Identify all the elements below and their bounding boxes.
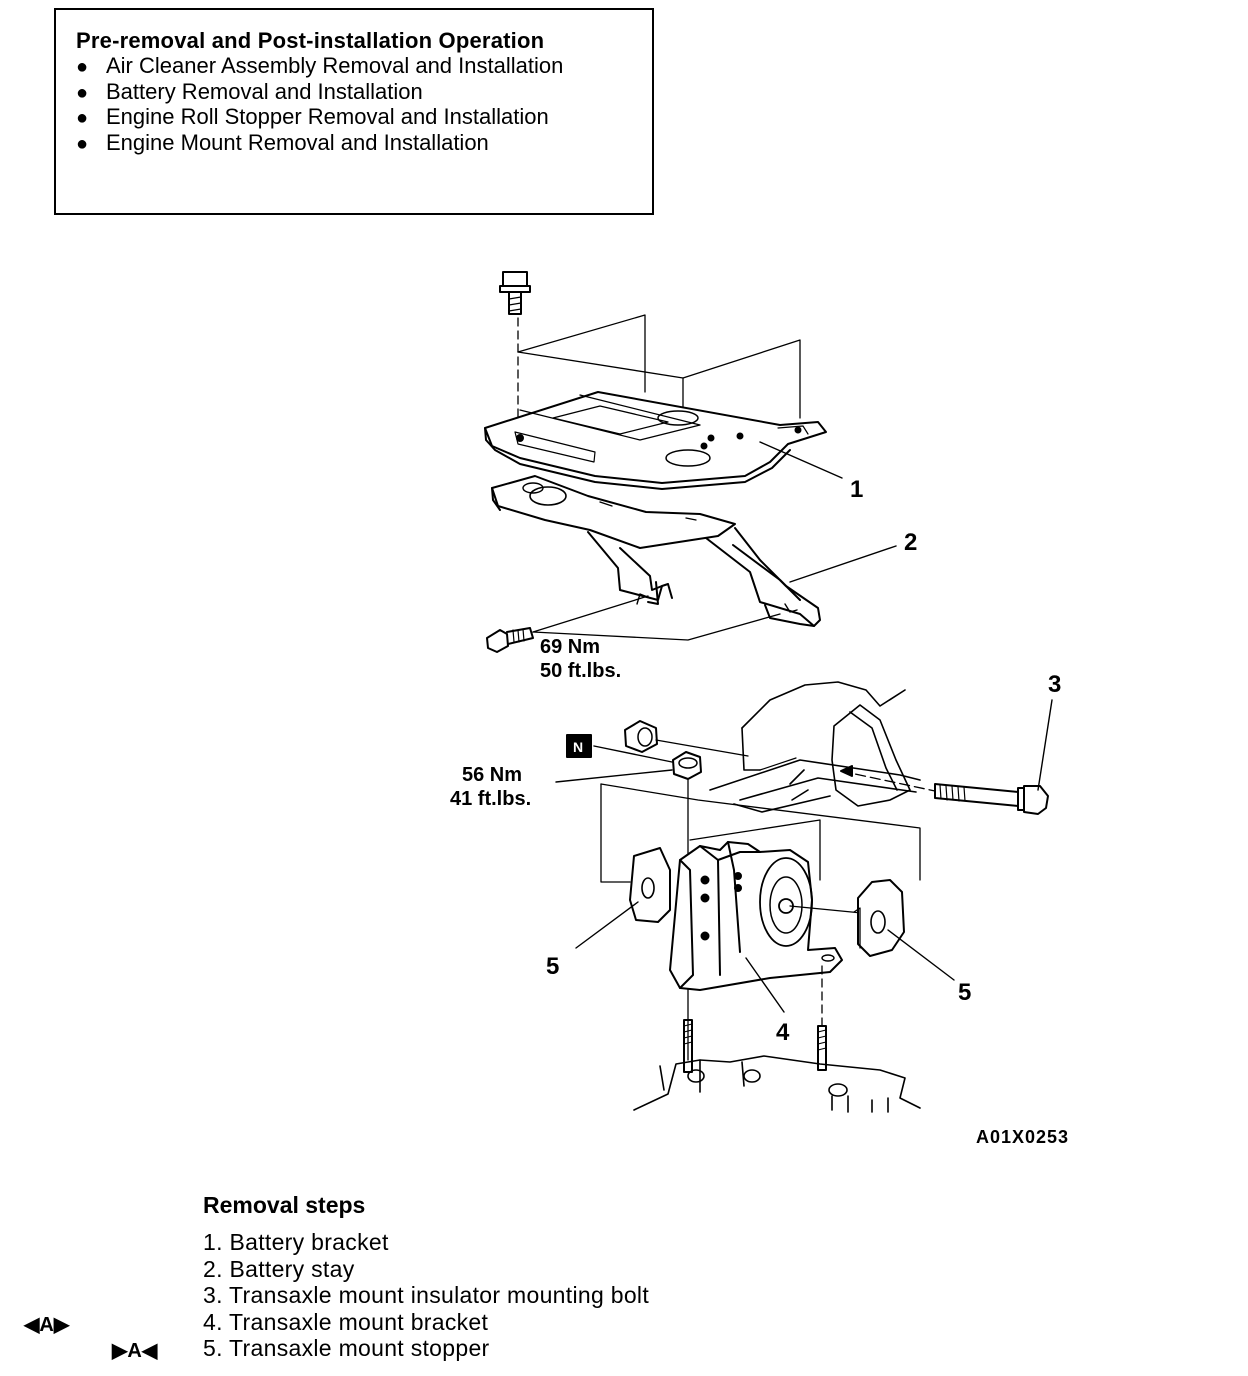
removal-step: 4. Transaxle mount bracket: [203, 1308, 489, 1335]
torque-lower-metric: 56 Nm: [462, 764, 522, 786]
operation-box-title: Pre-removal and Post-installation Operat…: [76, 28, 545, 53]
removal-service-mark: ◀A▶: [24, 1314, 70, 1336]
upper-nut-icon: [624, 720, 749, 757]
removal-steps: Removal steps 1. Battery bracket 2. Batt…: [203, 1192, 649, 1362]
callout-5-left: 5: [546, 953, 559, 980]
alignment-lines: [759, 757, 797, 771]
callout-4: 4: [776, 1019, 790, 1046]
operation-item: ●Battery Removal and Installation: [76, 78, 423, 104]
removal-step: 3. Transaxle mount insulator mounting bo…: [203, 1282, 650, 1308]
mount-stud-icon: [683, 965, 827, 1073]
bullet-icon: ●: [76, 81, 89, 104]
transaxle-mount-bracket: [669, 841, 873, 991]
installation-service-mark: ▶A◀: [112, 1340, 158, 1362]
callout-2: 2: [904, 529, 917, 556]
removal-steps-title: Removal steps: [203, 1192, 366, 1218]
battery-bracket: [484, 391, 827, 490]
alignment-lines: [532, 595, 781, 641]
removal-step: 1. Battery bracket: [203, 1229, 389, 1255]
leader-lines: [555, 441, 1053, 1013]
bullet-icon: ●: [76, 56, 89, 78]
torque-upper-metric: 69 Nm: [540, 636, 600, 658]
battery-stay: [491, 475, 821, 627]
removal-step: 2. Battery stay: [203, 1255, 355, 1282]
battery-stay-bolt-icon: [486, 627, 534, 653]
torque-upper-imperial: 50 ft.lbs.: [540, 660, 621, 682]
transaxle-mount-stopper-left: [629, 847, 671, 923]
battery-bracket-bolt-icon: [499, 271, 531, 315]
transaxle-case-base: [633, 1055, 921, 1113]
operation-item: ●Engine Roll Stopper Removal and Install…: [76, 104, 549, 129]
non-reusable-badge: [566, 734, 592, 758]
transaxle-mount-insulator-bolt-icon: [840, 765, 1049, 815]
removal-step: 5. Transaxle mount stopper: [203, 1335, 490, 1361]
figure-id: A01X0253: [976, 1127, 1069, 1147]
callout-3: 3: [1048, 671, 1061, 698]
operation-item: ●Air Cleaner Assembly Removal and Instal…: [76, 53, 564, 78]
callout-1: 1: [850, 476, 863, 503]
alignment-lines: [600, 783, 921, 883]
pre-removal-operation-box: Pre-removal and Post-installation Operat…: [54, 8, 654, 215]
callout-5-right: 5: [958, 979, 971, 1006]
non-reusable-badge-label: N: [573, 739, 583, 755]
operation-list: ●Air Cleaner Assembly Removal and Instal…: [76, 53, 564, 156]
torque-lower-imperial: 41 ft.lbs.: [450, 788, 531, 810]
transaxle-mount-stopper-right: [853, 879, 905, 957]
operation-item: ●Engine Mount Removal and Installation: [76, 129, 489, 155]
transaxle-outline: [709, 681, 921, 813]
bullet-icon: ●: [76, 107, 89, 129]
bullet-icon: ●: [76, 132, 89, 155]
